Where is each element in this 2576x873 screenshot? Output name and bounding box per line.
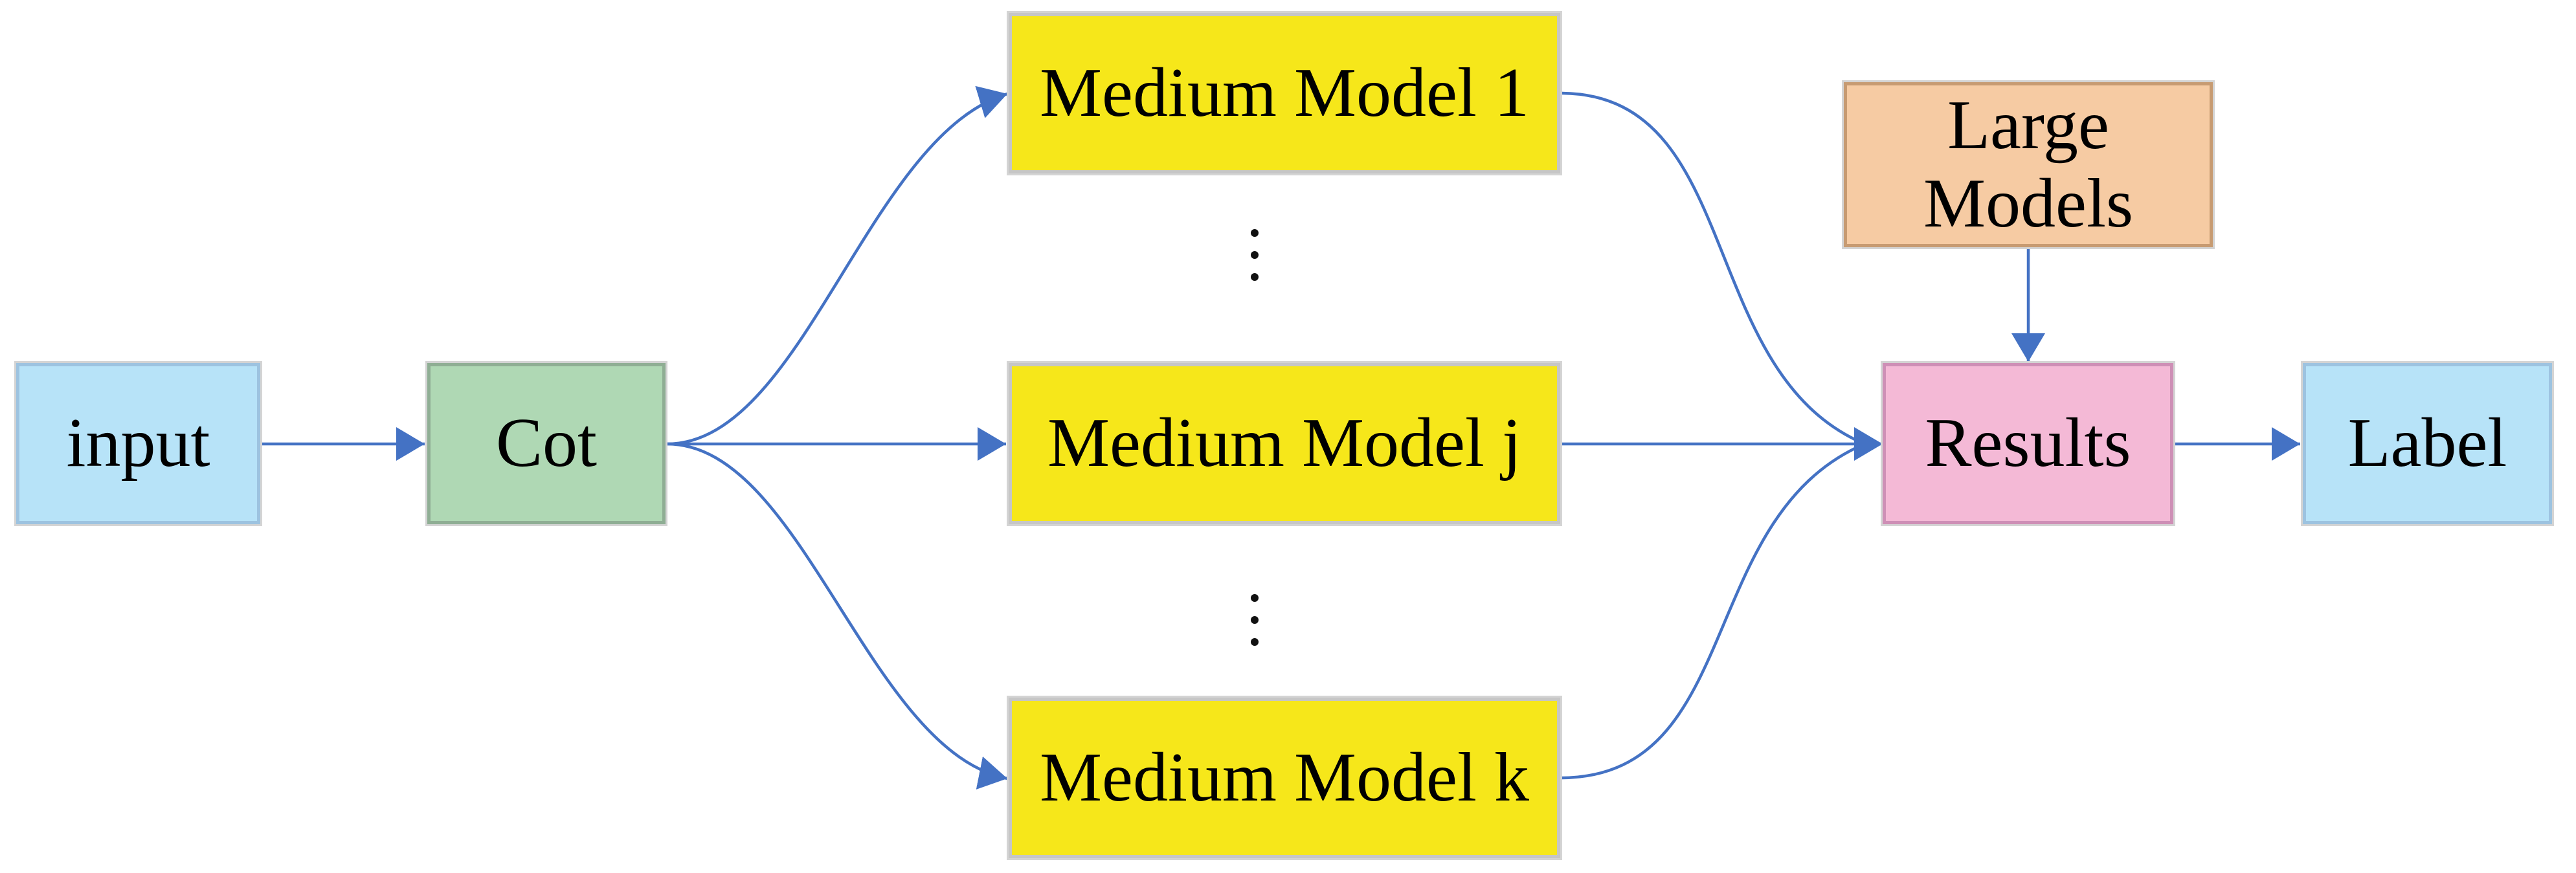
node-large-models: Large Models <box>1842 80 2215 249</box>
edge-cot-to-medium-model-1 <box>666 85 1008 446</box>
edge-cot-to-medium-model-k <box>666 442 1008 790</box>
node-medium-model-k: Medium Model k <box>1007 696 1562 860</box>
node-cot: Cot <box>425 361 667 526</box>
node-label: Label <box>2301 361 2554 526</box>
vertical-ellipsis-icon <box>1251 229 1259 281</box>
node-medium-model-1: Medium Model 1 <box>1007 11 1562 175</box>
edge-medium-model-1-to-results <box>1560 91 1857 442</box>
node-results: Results <box>1881 361 2175 526</box>
edge-medium-model-k-to-results <box>1560 446 1857 780</box>
node-medium-model-j: Medium Model j <box>1007 361 1562 526</box>
vertical-ellipsis-icon <box>1251 594 1259 646</box>
node-input: input <box>14 361 262 526</box>
